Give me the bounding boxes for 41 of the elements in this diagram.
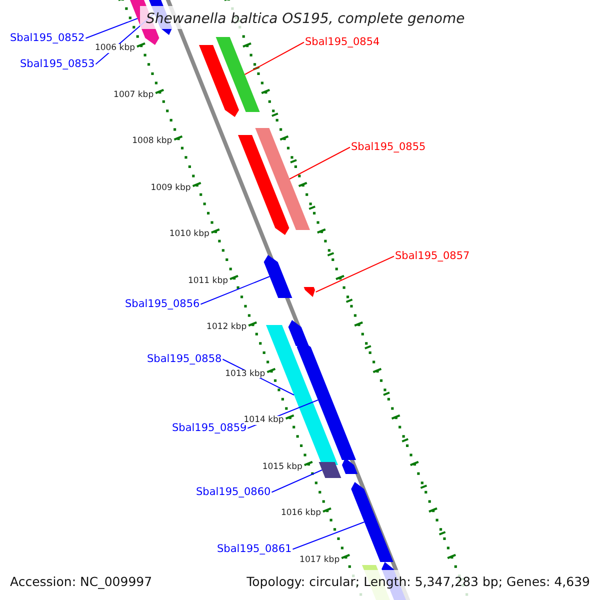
leader-line (289, 146, 350, 180)
scale-label: 1014 kbp (244, 416, 284, 424)
gene-label: Sbal195_0853 (20, 59, 95, 70)
gene-label: Sbal195_0858 (147, 354, 222, 364)
scale-label: 1006 kbp (94, 44, 135, 52)
genome-info-text: Topology: circular; Length: 5,347,283 bp; Genes: 4,639 (246, 576, 590, 588)
scale-label: 1013 kbp (225, 370, 266, 378)
gene-bar (304, 287, 315, 297)
gene-label: Sbal195_0860 (196, 487, 271, 498)
gene-bar (342, 458, 358, 474)
gene-label: Sbal195_0854 (305, 37, 380, 48)
gene-label: Sbal195_0852 (10, 33, 85, 44)
scale-label: 1007 kbp (114, 90, 154, 99)
leader-line (271, 470, 322, 493)
scale-label: 1010 kbp (169, 230, 210, 238)
gene-bar (255, 128, 310, 230)
leader-line (200, 276, 270, 305)
scale-label: 1015 kbp (262, 462, 302, 471)
scale-label: 1011 kbp (188, 276, 228, 285)
scale-label: 1012 kbp (206, 323, 247, 332)
gene-label: Sbal195_0856 (125, 299, 200, 310)
scale-label: 1008 kbp (132, 137, 172, 146)
gene-bar (351, 482, 394, 562)
gene-label: Sbal195_0861 (217, 544, 292, 554)
gene-bar (216, 37, 260, 112)
gene-label: Sbal195_0857 (395, 251, 470, 262)
gene-label: Sbal195_0859 (172, 423, 247, 434)
scale-label: 1016 kbp (280, 509, 321, 518)
leader-line (292, 522, 365, 550)
leader-line (85, 18, 138, 39)
gene-bar (199, 45, 239, 117)
gene-bar (264, 255, 292, 298)
leader-line (244, 42, 304, 75)
title: Shewanella baltica OS195, complete genome (146, 11, 465, 27)
gene-label: Sbal195_0855 (351, 142, 426, 152)
accession-text: Accession: NC_009997 (10, 576, 152, 588)
leader-line (315, 256, 394, 292)
gene-bar (238, 135, 290, 235)
scale-label: 1009 kbp (150, 184, 191, 192)
gene-bar (318, 462, 342, 478)
scale-label: 1017 kbp (300, 556, 340, 564)
